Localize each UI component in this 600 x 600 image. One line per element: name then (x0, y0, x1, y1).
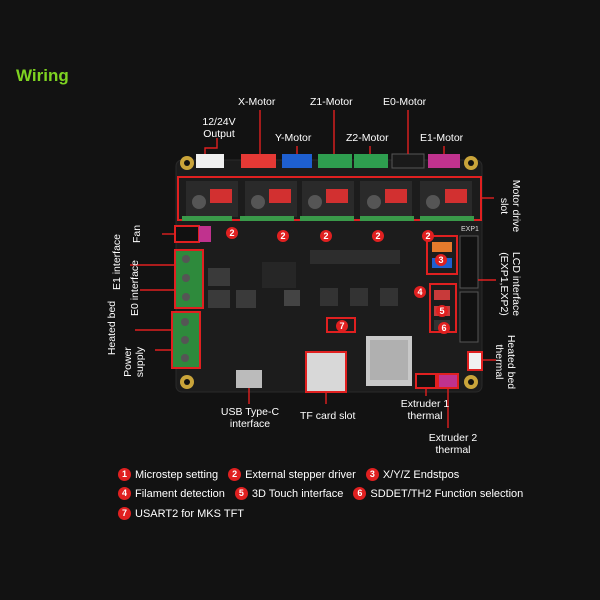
e1-motor-label: E1-Motor (420, 132, 464, 144)
usart-box (326, 317, 356, 333)
usb-port (236, 370, 262, 388)
svg-text:2: 2 (323, 231, 328, 241)
board-markers: 2 2 2 2 2 3 4 5 6 7 (226, 227, 450, 334)
tf-label: TF card slot (300, 410, 356, 422)
svg-text:2: 2 (425, 231, 430, 241)
e0-motor-label: E0-Motor (383, 96, 427, 108)
z2-motor-connector (354, 154, 388, 168)
qfn-chips (320, 288, 398, 306)
y-motor-label: Y-Motor (275, 132, 312, 144)
exp1-header (459, 235, 479, 289)
ext2-thermal-connector (437, 373, 459, 389)
svg-text:2: 2 (375, 231, 380, 241)
svg-text:5: 5 (439, 306, 444, 316)
x-motor-connector (241, 154, 276, 168)
fan-connector (174, 225, 200, 243)
mosfets (208, 268, 256, 308)
svg-text:4: 4 (417, 287, 422, 297)
svg-text:2: 2 (280, 231, 285, 241)
ext2-thermal-label: Extruder 2 thermal (428, 432, 478, 456)
ext1-thermal-label: Extruder 1 thermal (400, 398, 450, 422)
bed-thermal-label: Heated bed thermal (493, 334, 517, 390)
x-motor-label: X-Motor (238, 96, 276, 108)
caps (192, 195, 440, 209)
z1-motor-connector (318, 154, 352, 168)
e0-interface-label: E0 interface (129, 259, 141, 317)
z2-motor-label: Z2-Motor (346, 132, 389, 144)
pointer-lines (130, 110, 496, 428)
chip (262, 262, 296, 288)
power-supply-label: Power supply (122, 346, 146, 378)
e1-interface-label: E1 interface (111, 233, 123, 291)
inductor (284, 290, 300, 306)
exp1-label: EXP1 (461, 226, 479, 233)
endstops-box (426, 235, 458, 275)
power-out-label: 12/24V Output (202, 116, 236, 140)
fan-label: Fan (131, 224, 144, 244)
e1-motor-connector (428, 154, 460, 168)
power-out-connector (196, 154, 224, 168)
motor-slot-label: Motor drive slot (498, 179, 522, 233)
tf-slot (305, 351, 347, 393)
fan-connector-2 (199, 226, 211, 242)
svg-text:3: 3 (438, 255, 443, 265)
exp2-header (459, 291, 479, 343)
page-title: Wiring (16, 66, 69, 85)
dip-switches (210, 189, 467, 203)
e0-motor-connector (391, 153, 425, 169)
lcd-interface-label: LCD interface (EXP1,EXP2) (498, 251, 522, 317)
y-motor-connector (282, 154, 312, 168)
z1-motor-label: Z1-Motor (310, 96, 353, 108)
heated-bed-label: Heated bed (106, 300, 118, 356)
svg-text:6: 6 (441, 323, 446, 333)
ext1-thermal-connector (415, 373, 437, 389)
driver-chips (310, 250, 400, 264)
svg-text:2: 2 (229, 228, 234, 238)
svg-text:7: 7 (339, 321, 344, 331)
bed-thermal-connector (467, 351, 483, 371)
pin-headers (182, 216, 474, 221)
usb-label: USB Type-C interface (220, 406, 280, 430)
